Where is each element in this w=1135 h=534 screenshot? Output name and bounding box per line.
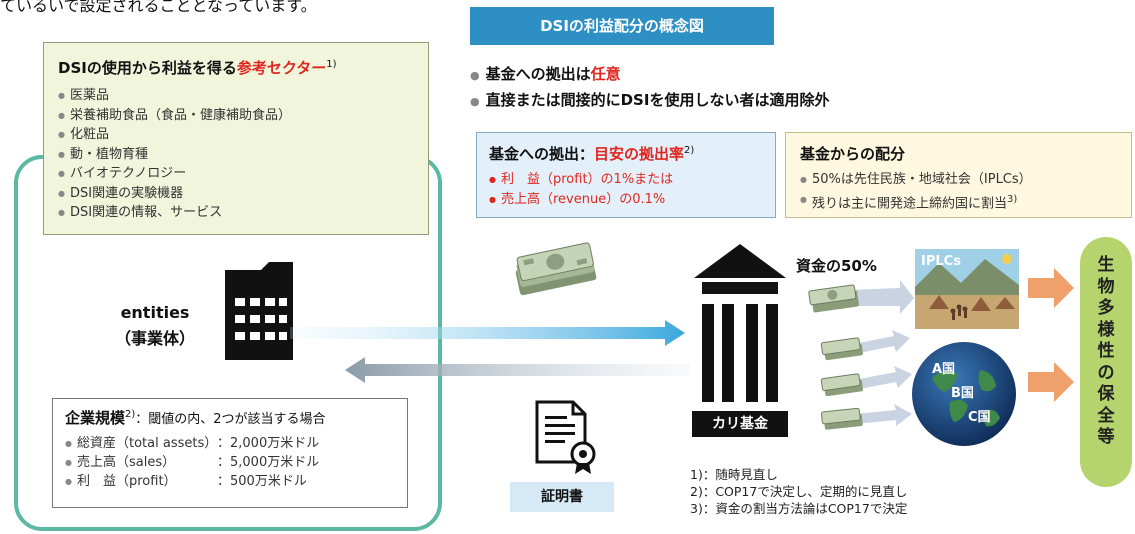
goal-char: 保 [1097, 384, 1115, 404]
country-a-label: A国 [932, 362, 956, 377]
sector-item: バイオテクノロジー [58, 164, 414, 184]
globe-icon [912, 342, 1016, 446]
goal-char: 性 [1097, 341, 1115, 361]
building-icon [225, 262, 293, 360]
diagram-header: DSIの利益配分の概念図 [470, 7, 774, 45]
key-point-exemption: 直接または間接的にDSIを使用しない者は適用除外 [470, 88, 830, 114]
size-row: 総資産（total assets）：2,000万米ドル [65, 434, 395, 453]
contribution-title-prefix: 基金への拠出： [489, 145, 595, 163]
goal-char: 物 [1097, 276, 1115, 297]
contribution-title-highlight: 目安の拠出率 [594, 145, 685, 163]
contribution-list: 利 益（profit）の1%または 売上高（revenue）の0.1% [489, 170, 763, 209]
footnote: 3)：資金の割当方法論はCOP17で決定 [690, 501, 908, 516]
size-row-value: ：5,000万米ドル [217, 455, 320, 470]
goal-char: 様 [1097, 319, 1115, 340]
contribution-title: 基金への拠出：目安の拠出率2) [489, 143, 763, 164]
company-size-box: 企業規模2)：閾値の内、2つが該当する場合 総資産（total assets）：… [52, 398, 408, 508]
fund-share-label: 資金の50% [796, 257, 877, 275]
company-size-title: 企業規模2)：閾値の内、2つが該当する場合 [65, 407, 395, 428]
entities-line2: （事業体） [115, 329, 196, 348]
country-b-label: B国 [951, 386, 974, 401]
size-subtitle: ：閾値の内、2つが該当する場合 [135, 412, 326, 427]
distribution-item: 残りは主に開発途上締約国に割当3) [800, 190, 1117, 214]
biodiversity-goal-pill [1080, 237, 1132, 487]
reference-sectors-title: DSIの使用から利益を得る参考セクター1) [58, 57, 414, 78]
goal-char: 多 [1097, 298, 1115, 318]
goal-char: 生 [1097, 255, 1115, 275]
size-rows: 総資産（total assets）：2,000万米ドル 売上高（sales）：5… [65, 434, 395, 491]
distribution-box: 基金からの配分 50%は先住民族・地域社会（IPLCs） 残りは主に開発途上締約… [785, 132, 1132, 218]
key-point-1-prefix: 基金への拠出は [485, 65, 591, 83]
sectors-title-note: 1) [326, 59, 337, 70]
sector-item: DSI関連の実験機器 [58, 184, 414, 204]
size-row-value: ：500万米ドル [217, 474, 307, 489]
goal-char: の [1097, 362, 1115, 383]
size-row-label: 総資産（total assets） [65, 434, 217, 453]
reference-sectors-box: DSIの使用から利益を得る参考セクター1) 医薬品 栄養補助食品（食品・健康補助… [43, 42, 429, 235]
size-row-label: 利 益（profit） [65, 472, 217, 491]
size-row-label: 売上高（sales） [65, 453, 217, 472]
country-c-label: C国 [968, 410, 991, 425]
entities-line1: entities [120, 303, 190, 322]
money-to-countries-icon [820, 330, 912, 430]
entities-label: entities （事業体） [115, 300, 195, 352]
key-point-voluntary: 基金への拠出は任意 [470, 62, 829, 88]
sector-item: 動・植物育種 [58, 145, 414, 165]
sector-item: 化粧品 [58, 125, 414, 145]
biodiversity-goal-text: 生 物 多 様 性 の 保 全 等 [1080, 255, 1132, 449]
iplcs-village-image [915, 249, 1019, 329]
orange-arrow-icon [1028, 268, 1074, 308]
footnote: 1)：随時見直し [690, 467, 778, 482]
footnotes: 1)：随時見直し 2)：COP17で決定し、定期的に見直し 3)：資金の割当方法… [690, 466, 907, 517]
distribution-item-text: 残りは主に開発途上締約国に割当 [812, 195, 1008, 211]
sector-list: 医薬品 栄養補助食品（食品・健康補助食品） 化粧品 動・植物育種 バイオテクノロ… [58, 86, 414, 223]
size-title-note: 2) [125, 409, 136, 420]
distribution-item: 50%は先住民族・地域社会（IPLCs） [800, 170, 1117, 190]
goal-char: 全 [1097, 405, 1115, 426]
sector-item: 栄養補助食品（食品・健康補助食品） [58, 106, 414, 126]
fund-building-icon [694, 244, 786, 402]
distribution-item-note: 3) [1007, 193, 1018, 205]
contribution-title-note: 2) [684, 145, 695, 156]
fund-label: カリ基金 [692, 411, 788, 437]
money-to-iplcs-icon [808, 280, 914, 314]
contribution-box: 基金への拠出：目安の拠出率2) 利 益（profit）の1%または 売上高（re… [476, 132, 776, 218]
certificate-label: 証明書 [510, 482, 614, 512]
sectors-title-highlight: 参考セクター [236, 59, 327, 77]
sector-item: 医薬品 [58, 86, 414, 106]
contribution-item: 利 益（profit）の1%または [489, 170, 763, 190]
distribution-title: 基金からの配分 [800, 145, 906, 163]
size-title-text: 企業規模 [65, 409, 126, 427]
size-row: 売上高（sales）：5,000万米ドル [65, 453, 395, 472]
iplcs-label: IPLCs [921, 254, 961, 269]
certificate-icon [535, 400, 596, 474]
key-point-1-highlight: 任意 [590, 65, 621, 83]
sectors-title-prefix: DSIの使用から利益を得る [58, 59, 237, 77]
top-cut-text: ているいで設定されることとなっています。 [0, 0, 317, 15]
distribution-list: 50%は先住民族・地域社会（IPLCs） 残りは主に開発途上締約国に割当3) [800, 170, 1117, 213]
size-row-value: ：2,000万米ドル [217, 436, 320, 451]
contribution-item: 売上高（revenue）の0.1% [489, 190, 763, 210]
sector-item: DSI関連の情報、サービス [58, 203, 414, 223]
key-points: 基金への拠出は任意 直接または間接的にDSIを使用しない者は適用除外 [470, 62, 830, 114]
size-row: 利 益（profit）：500万米ドル [65, 472, 395, 491]
goal-char: 等 [1097, 427, 1115, 447]
money-stack-icon [515, 242, 597, 296]
footnote: 2)：COP17で決定し、定期的に見直し [690, 484, 908, 499]
certificate-arrow-icon [345, 357, 690, 383]
contribution-arrow-icon [290, 320, 685, 346]
orange-arrow-icon [1028, 362, 1074, 402]
